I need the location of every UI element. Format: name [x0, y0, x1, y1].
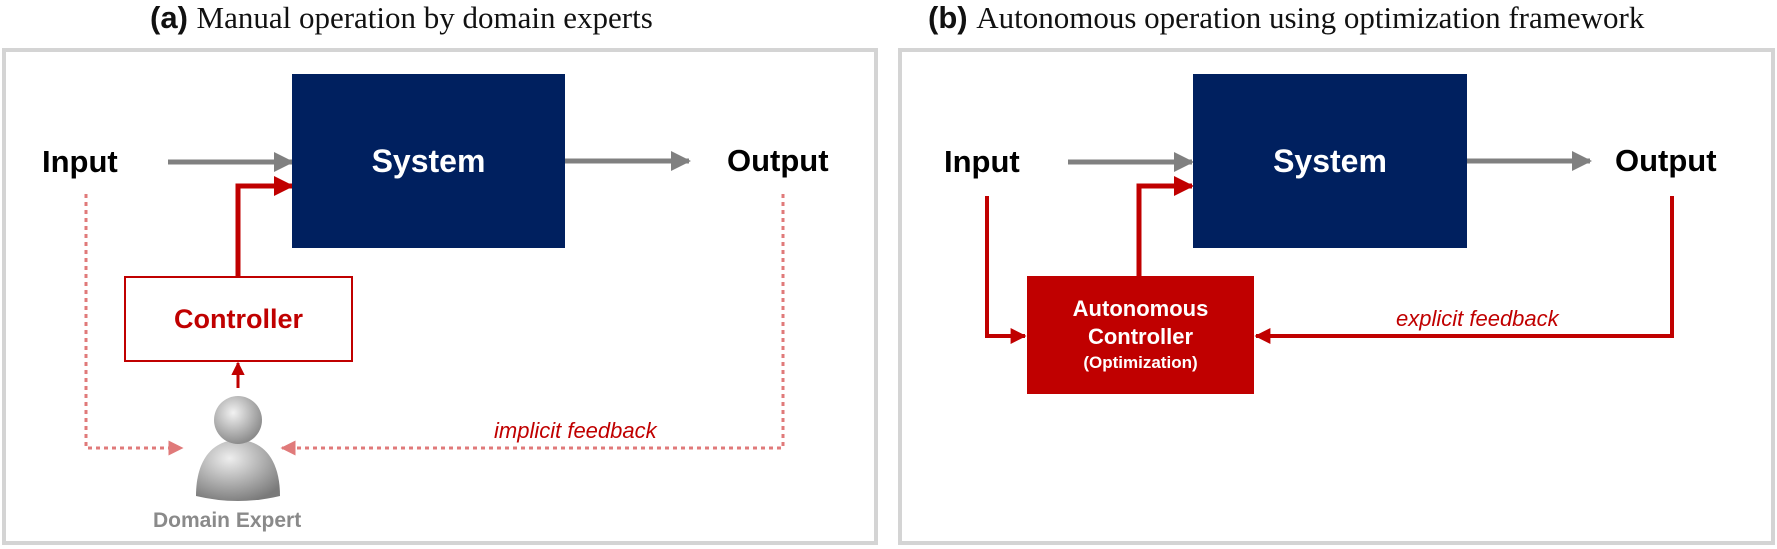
- b-output-label: Output: [1615, 143, 1717, 178]
- b-controller-line1: Autonomous: [1072, 296, 1209, 321]
- panel-b-title: (b) Autonomous operation using optimizat…: [928, 0, 1644, 40]
- panel-a-title: (a) Manual operation by domain experts: [150, 0, 653, 40]
- person-icon: [196, 396, 280, 501]
- b-input-to-controller-arrow: [985, 196, 1027, 344]
- b-system-label: System: [1273, 142, 1387, 179]
- b-system-box: System: [1193, 74, 1467, 248]
- b-controller-box: Autonomous Controller (Optimization): [1027, 276, 1254, 394]
- a-feedback-label: implicit feedback: [494, 418, 657, 443]
- b-controller-line3: (Optimization): [1083, 353, 1198, 372]
- b-output-feedback-arrow: [1254, 196, 1674, 344]
- a-expert-label: Domain Expert: [153, 509, 302, 532]
- panel-a-title-text: Manual operation by domain experts: [196, 0, 653, 35]
- a-controller-to-system-arrow: [235, 176, 294, 276]
- panel-a-tag: (a): [150, 0, 188, 35]
- panel-b-title-text: Autonomous operation using optimization …: [976, 0, 1645, 35]
- a-controller-box: Controller: [124, 276, 353, 362]
- b-controller-line2: Controller: [1087, 324, 1194, 349]
- b-input-label: Input: [944, 144, 1020, 179]
- panel-b-tag: (b): [928, 0, 968, 35]
- a-output-label: Output: [727, 143, 829, 178]
- a-input-label: Input: [42, 144, 118, 179]
- a-output-to-expert-dotted: [280, 194, 785, 456]
- a-controller-label: Controller: [173, 303, 303, 334]
- b-controller-to-system-arrow: [1136, 176, 1194, 276]
- a-system-box: System: [292, 74, 565, 248]
- b-feedback-label: explicit feedback: [1396, 306, 1559, 331]
- a-system-label: System: [371, 142, 486, 179]
